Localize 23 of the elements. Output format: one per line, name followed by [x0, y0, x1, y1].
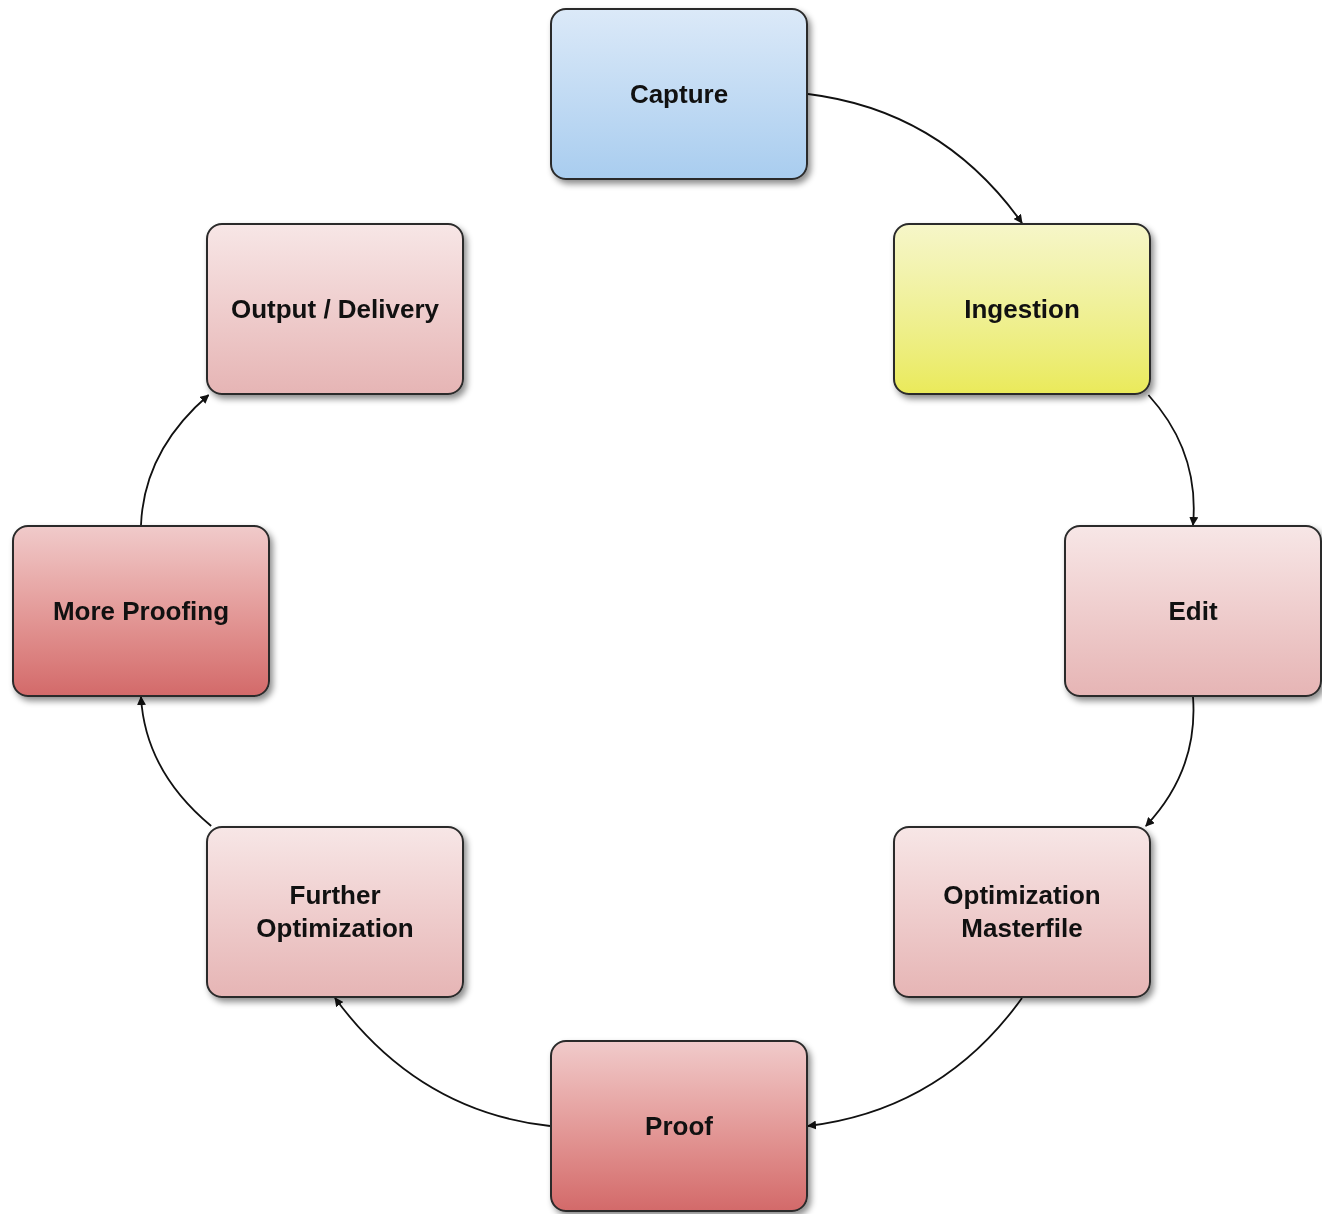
- process-box: [12, 525, 270, 697]
- curved-arrow: [807, 93, 1023, 224]
- step-label: Edit: [1168, 594, 1218, 628]
- step-label: More Proofing: [52, 594, 230, 628]
- step-label: Capture: [629, 77, 729, 111]
- process-box: [206, 826, 464, 998]
- step-label: Further Optimization: [255, 879, 415, 945]
- process-box: [206, 223, 464, 395]
- curved-arrow: [140, 394, 210, 526]
- step-label: Optimization Masterfile: [942, 879, 1102, 945]
- step-label: Proof: [645, 1109, 713, 1143]
- curved-arrow: [1147, 394, 1198, 526]
- step-label: Output / Delivery: [230, 292, 439, 326]
- curved-arrow: [334, 997, 551, 1127]
- curved-arrow: [137, 696, 213, 827]
- process-box: [550, 8, 808, 180]
- curved-arrow: [1144, 696, 1195, 827]
- process-box: [893, 826, 1151, 998]
- step-label: Ingestion: [964, 292, 1080, 326]
- process-box: [1064, 525, 1322, 697]
- process-box: [550, 1040, 808, 1212]
- curved-arrow: [807, 997, 1023, 1130]
- process-box: [893, 223, 1151, 395]
